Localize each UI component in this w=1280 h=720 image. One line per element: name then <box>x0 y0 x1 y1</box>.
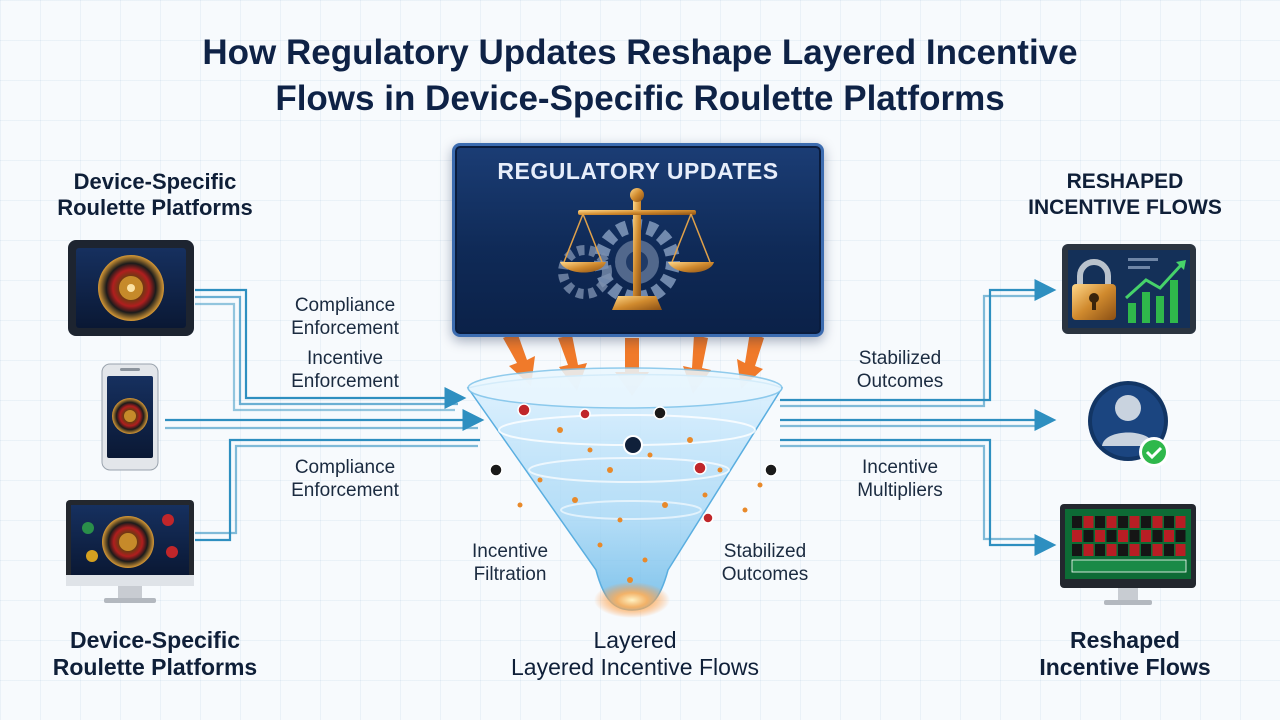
roulette-table-cell <box>1141 530 1151 542</box>
lock-chart-icon <box>1062 244 1196 334</box>
roulette-table-cell <box>1118 530 1128 542</box>
roulette-table-cell <box>1095 530 1105 542</box>
roulette-table-cell <box>1106 544 1117 556</box>
roulette-table-cell <box>1164 530 1174 542</box>
roulette-table-monitor-icon <box>1060 504 1196 605</box>
monitor-roulette-icon <box>66 500 194 603</box>
page-title: How Regulatory Updates Reshape Layered I… <box>202 33 1078 118</box>
funnel <box>466 367 784 618</box>
roulette-table-cell <box>1164 516 1174 528</box>
roulette-table-cell <box>1152 516 1163 528</box>
funnel-label-stabilized: Stabilized Outcomes <box>721 541 809 585</box>
roulette-table-cell <box>1072 516 1082 528</box>
roulette-table-cell <box>1083 530 1094 542</box>
right-label-multipliers: Incentive Multipliers <box>857 457 943 501</box>
tablet-roulette-icon <box>68 240 194 336</box>
roulette-table-cell <box>1141 516 1151 528</box>
roulette-table-cell <box>1106 530 1117 542</box>
roulette-table-cell <box>1152 544 1163 556</box>
roulette-table-cell <box>1095 544 1105 556</box>
roulette-table-cell <box>1072 544 1082 556</box>
roulette-table-cell <box>1175 544 1186 556</box>
roulette-table-cell <box>1118 516 1128 528</box>
left-top-heading: Device-Specific Roulette Platforms <box>57 169 253 220</box>
right-bottom-heading: Reshaped Incentive Flows <box>1039 627 1211 680</box>
phone-roulette-icon <box>101 363 159 471</box>
regulatory-updates-title: REGULATORY UPDATES <box>497 158 779 184</box>
roulette-table-cell <box>1118 544 1128 556</box>
roulette-table-cell <box>1129 530 1140 542</box>
roulette-table-cell <box>1083 544 1094 556</box>
center-bottom-heading: Layered Layered Incentive Flows <box>510 627 759 680</box>
left-flow-lines <box>165 288 485 542</box>
right-top-heading: RESHAPED INCENTIVE FLOWS <box>1028 170 1222 219</box>
regulatory-updates-box: REGULATORY UPDATES <box>452 143 824 337</box>
roulette-table-cell <box>1129 544 1140 556</box>
roulette-table-cell <box>1072 530 1082 542</box>
verified-user-icon <box>1088 381 1169 467</box>
roulette-table-cell <box>1152 530 1163 542</box>
roulette-table-base <box>1071 559 1187 573</box>
right-flow-lines <box>780 279 1057 556</box>
roulette-table-cell <box>1141 544 1151 556</box>
roulette-table-cell <box>1083 516 1094 528</box>
funnel-label-filtration: Incentive Filtration <box>471 541 549 585</box>
left-bottom-heading: Device-Specific Roulette Platforms <box>52 627 258 680</box>
roulette-table-cell <box>1095 516 1105 528</box>
left-label-incentive-enforcement: Incentive Enforcement <box>291 348 399 392</box>
roulette-table-cell <box>1129 516 1140 528</box>
left-label-compliance-2: Compliance Enforcement <box>291 457 399 501</box>
left-label-compliance-1: Compliance Enforcement <box>291 295 399 339</box>
right-label-stabilized: Stabilized Outcomes <box>856 348 944 392</box>
roulette-table-cell <box>1175 516 1186 528</box>
roulette-table-cell <box>1106 516 1117 528</box>
roulette-table-cell <box>1175 530 1186 542</box>
roulette-table-cell <box>1164 544 1174 556</box>
